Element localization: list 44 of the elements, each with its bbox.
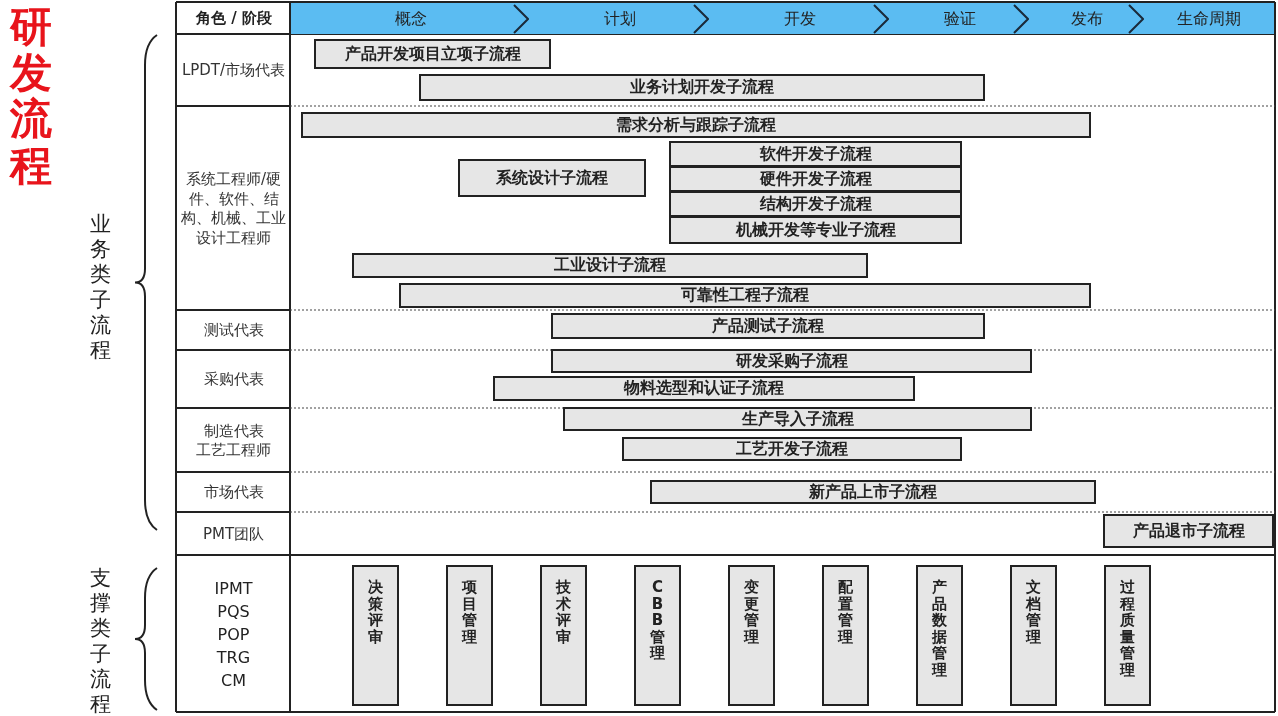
support-process-bar: 产品数据管理 [916,565,963,706]
table-cell: PMT团队 [177,513,290,556]
subprocess-bar: 可靠性工程子流程 [399,283,1091,308]
subprocess-bar: 产品测试子流程 [551,313,985,339]
support-process-bar: 配置管理 [822,565,869,706]
table-cell: 市场代表 [177,473,290,513]
support-process-bar: 过程质量管理 [1104,565,1151,706]
phase-header-cell: 生命周期 [1145,4,1273,34]
subprocess-bar: 机械开发等专业子流程 [669,216,962,244]
title: 研发流程 [10,4,52,189]
table-cell: 系统工程师/硬件、软件、结构、机械、工业设计工程师 [177,107,290,311]
table-cell: 采购代表 [177,351,290,409]
subprocess-bar: 需求分析与跟踪子流程 [301,112,1091,138]
subprocess-bar: 产品退市子流程 [1103,514,1274,548]
table-cell: LPDT/市场代表 [177,35,290,107]
subprocess-bar: 新产品上市子流程 [650,480,1096,504]
support-process-bar: 变更管理 [728,565,775,706]
subprocess-bar: 业务计划开发子流程 [419,74,985,101]
table-cell: 角色 / 阶段 [178,4,290,34]
phase-header-cell: 开发 [710,4,889,34]
subprocess-bar: 工业设计子流程 [352,253,868,278]
subprocess-bar: 工艺开发子流程 [622,437,962,461]
subprocess-bar: 软件开发子流程 [669,141,962,167]
phase-header-cell: 验证 [890,4,1029,34]
phase-header-cell: 概念 [292,4,529,34]
table-cell: IPMT PQS POP TRG CM [177,556,290,713]
support-process-bar: 技术评审 [540,565,587,706]
phase-header-cell: 发布 [1030,4,1144,34]
subprocess-bar: 生产导入子流程 [563,407,1032,431]
subprocess-bar: 结构开发子流程 [669,191,962,217]
support-process-bar: 项目管理 [446,565,493,706]
support-process-bar: 文档管理 [1010,565,1057,706]
subprocess-bar: 物料选型和认证子流程 [493,376,915,401]
subprocess-bar: 系统设计子流程 [458,159,646,197]
table-cell: 制造代表 工艺工程师 [177,409,290,473]
support-process-bar: 决策评审 [352,565,399,706]
group-label: 支撑类子流程 [90,566,111,716]
phase-header-cell: 计划 [530,4,709,34]
group-label: 业务类子流程 [90,212,111,364]
subprocess-bar: 硬件开发子流程 [669,166,962,192]
subprocess-bar: 研发采购子流程 [551,349,1032,373]
table-cell: 测试代表 [177,311,290,351]
subprocess-bar: 产品开发项目立项子流程 [314,39,551,69]
support-process-bar: CBB管理 [634,565,681,706]
